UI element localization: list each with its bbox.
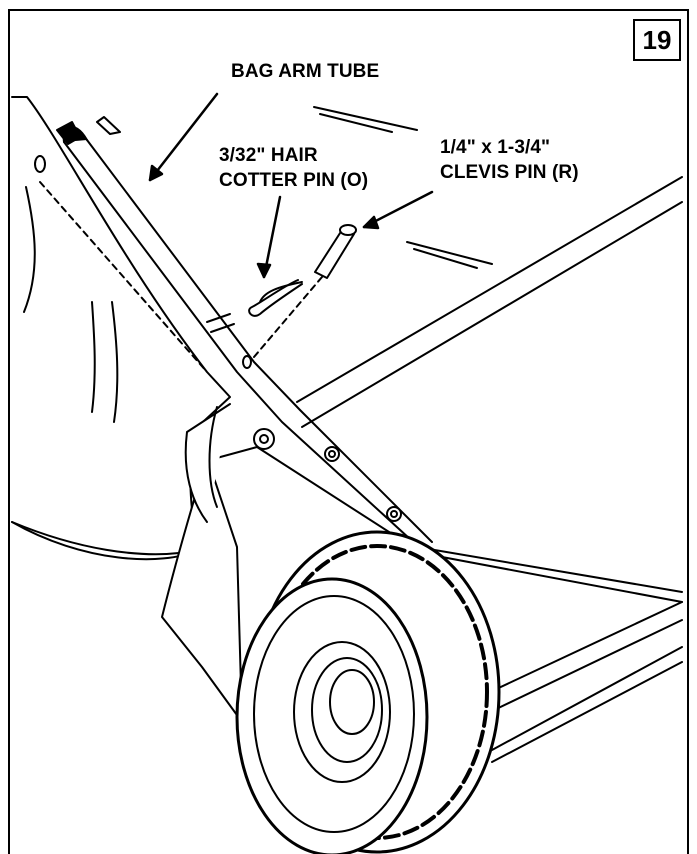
clevis-pin: [253, 224, 357, 358]
assembly-illustration: [11, 92, 683, 854]
leader-arrows: [148, 92, 434, 279]
bag-arm-tube: [56, 116, 433, 551]
bag-arm-arrow: [148, 92, 219, 182]
sweeper-frame: [296, 106, 683, 763]
label-hair-cotter-line2: COTTER PIN (O): [219, 170, 369, 191]
wheel: [235, 530, 501, 854]
figure-frame: BAG ARM TUBE 3/32" HAIR COTTER PIN (O) 1…: [8, 9, 689, 854]
label-clevis-line1: 1/4" x 1-3/4": [440, 137, 551, 158]
label-clevis-line2: CLEVIS PIN (R): [440, 162, 579, 183]
label-hair-cotter-line1: 3/32" HAIR: [219, 145, 318, 166]
step-number-badge: 19: [633, 19, 681, 61]
label-bag-arm-tube: BAG ARM TUBE: [231, 61, 380, 82]
hair-cotter-pin: [248, 279, 303, 317]
step-number: 19: [642, 24, 672, 55]
